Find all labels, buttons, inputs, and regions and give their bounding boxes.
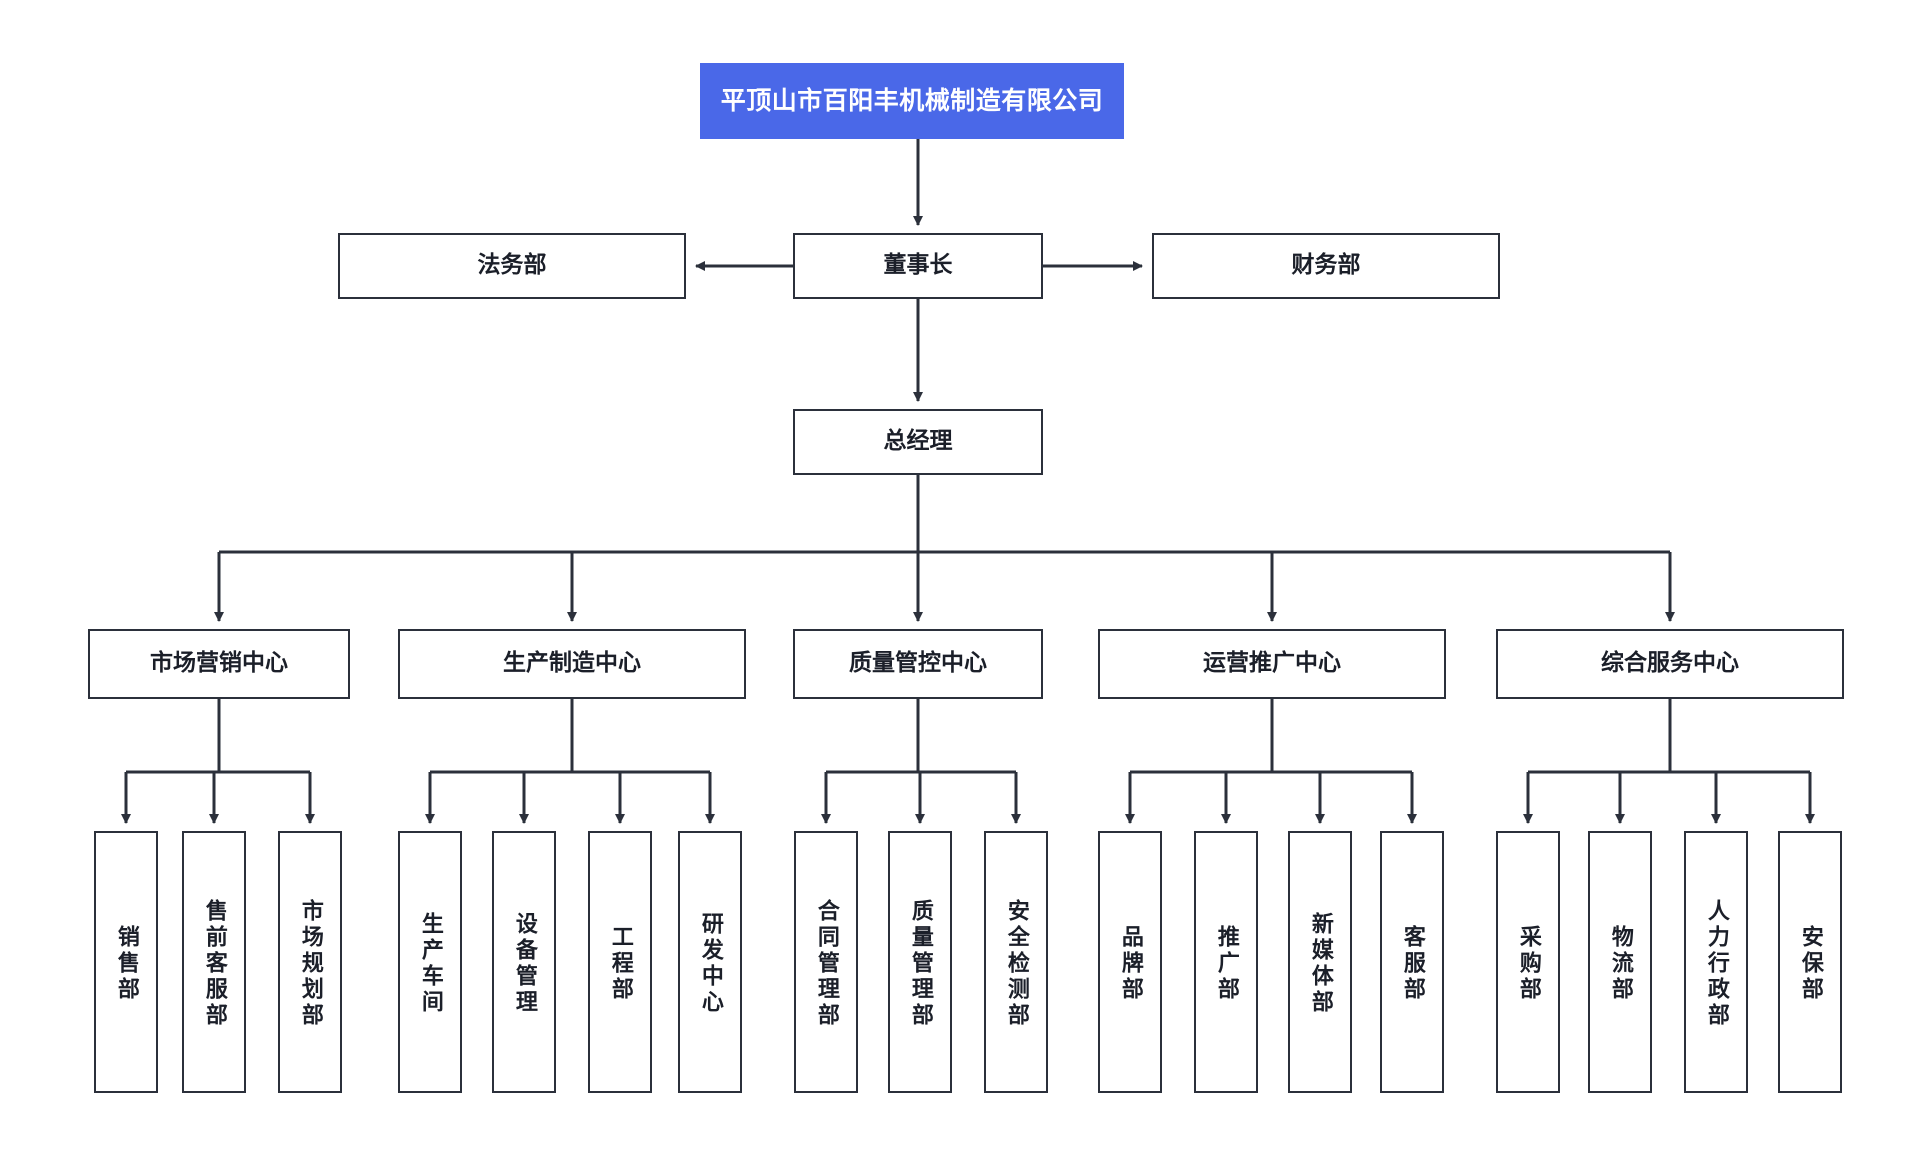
node-center-operations-label: 运营推广中心 <box>1203 650 1341 677</box>
node-department-promotion[interactable]: 推广部 <box>1194 831 1258 1093</box>
node-department-newmedia-label: 新媒体部 <box>1307 912 1333 1016</box>
node-general-manager-label: 总经理 <box>883 428 953 455</box>
node-center-marketing[interactable]: 市场营销中心 <box>88 629 350 699</box>
node-department-logistics-label: 物流部 <box>1607 925 1633 1003</box>
node-department-quality-mgmt[interactable]: 质量管理部 <box>888 831 952 1093</box>
node-department-market-planning-label: 市场规划部 <box>297 899 323 1029</box>
node-finance-department-label: 财务部 <box>1291 252 1361 279</box>
node-chairman[interactable]: 董事长 <box>793 233 1043 299</box>
node-department-workshop-label: 生产车间 <box>417 912 443 1016</box>
node-company-root[interactable]: 平顶山市百阳丰机械制造有限公司 <box>700 63 1124 139</box>
node-department-presales-label: 售前客服部 <box>201 899 227 1029</box>
node-legal-department-label: 法务部 <box>477 252 547 279</box>
node-department-engineering[interactable]: 工程部 <box>588 831 652 1093</box>
node-department-rnd[interactable]: 研发中心 <box>678 831 742 1093</box>
node-department-market-planning[interactable]: 市场规划部 <box>278 831 342 1093</box>
node-center-production-label: 生产制造中心 <box>503 650 641 677</box>
node-department-equipment-label: 设备管理 <box>511 912 537 1016</box>
node-department-brand-label: 品牌部 <box>1117 925 1143 1003</box>
node-center-operations[interactable]: 运营推广中心 <box>1098 629 1446 699</box>
node-finance-department[interactable]: 财务部 <box>1152 233 1500 299</box>
node-department-newmedia[interactable]: 新媒体部 <box>1288 831 1352 1093</box>
node-department-brand[interactable]: 品牌部 <box>1098 831 1162 1093</box>
node-department-security-label: 安保部 <box>1797 925 1823 1003</box>
node-department-contract[interactable]: 合同管理部 <box>794 831 858 1093</box>
node-chairman-label: 董事长 <box>883 252 953 279</box>
node-department-engineering-label: 工程部 <box>607 925 633 1003</box>
node-department-hr-admin-label: 人力行政部 <box>1703 899 1729 1029</box>
node-department-logistics[interactable]: 物流部 <box>1588 831 1652 1093</box>
node-department-purchasing-label: 采购部 <box>1515 925 1541 1003</box>
node-center-general-label: 综合服务中心 <box>1601 650 1739 677</box>
node-center-production[interactable]: 生产制造中心 <box>398 629 746 699</box>
node-legal-department[interactable]: 法务部 <box>338 233 686 299</box>
node-department-presales[interactable]: 售前客服部 <box>182 831 246 1093</box>
node-department-quality-mgmt-label: 质量管理部 <box>907 899 933 1029</box>
node-center-quality-label: 质量管控中心 <box>849 650 987 677</box>
node-department-hr-admin[interactable]: 人力行政部 <box>1684 831 1748 1093</box>
node-center-marketing-label: 市场营销中心 <box>150 650 288 677</box>
node-department-promotion-label: 推广部 <box>1213 925 1239 1003</box>
node-general-manager[interactable]: 总经理 <box>793 409 1043 475</box>
node-department-safety-test[interactable]: 安全检测部 <box>984 831 1048 1093</box>
node-department-safety-test-label: 安全检测部 <box>1003 899 1029 1029</box>
node-department-sales-label: 销售部 <box>113 925 139 1003</box>
node-company-root-label: 平顶山市百阳丰机械制造有限公司 <box>720 86 1104 116</box>
node-department-sales[interactable]: 销售部 <box>94 831 158 1093</box>
node-department-security[interactable]: 安保部 <box>1778 831 1842 1093</box>
node-department-purchasing[interactable]: 采购部 <box>1496 831 1560 1093</box>
node-department-contract-label: 合同管理部 <box>813 899 839 1029</box>
node-department-workshop[interactable]: 生产车间 <box>398 831 462 1093</box>
node-department-customer-service[interactable]: 客服部 <box>1380 831 1444 1093</box>
node-center-quality[interactable]: 质量管控中心 <box>793 629 1043 699</box>
node-department-equipment[interactable]: 设备管理 <box>492 831 556 1093</box>
node-department-customer-service-label: 客服部 <box>1399 925 1425 1003</box>
node-center-general[interactable]: 综合服务中心 <box>1496 629 1844 699</box>
node-department-rnd-label: 研发中心 <box>697 912 723 1016</box>
